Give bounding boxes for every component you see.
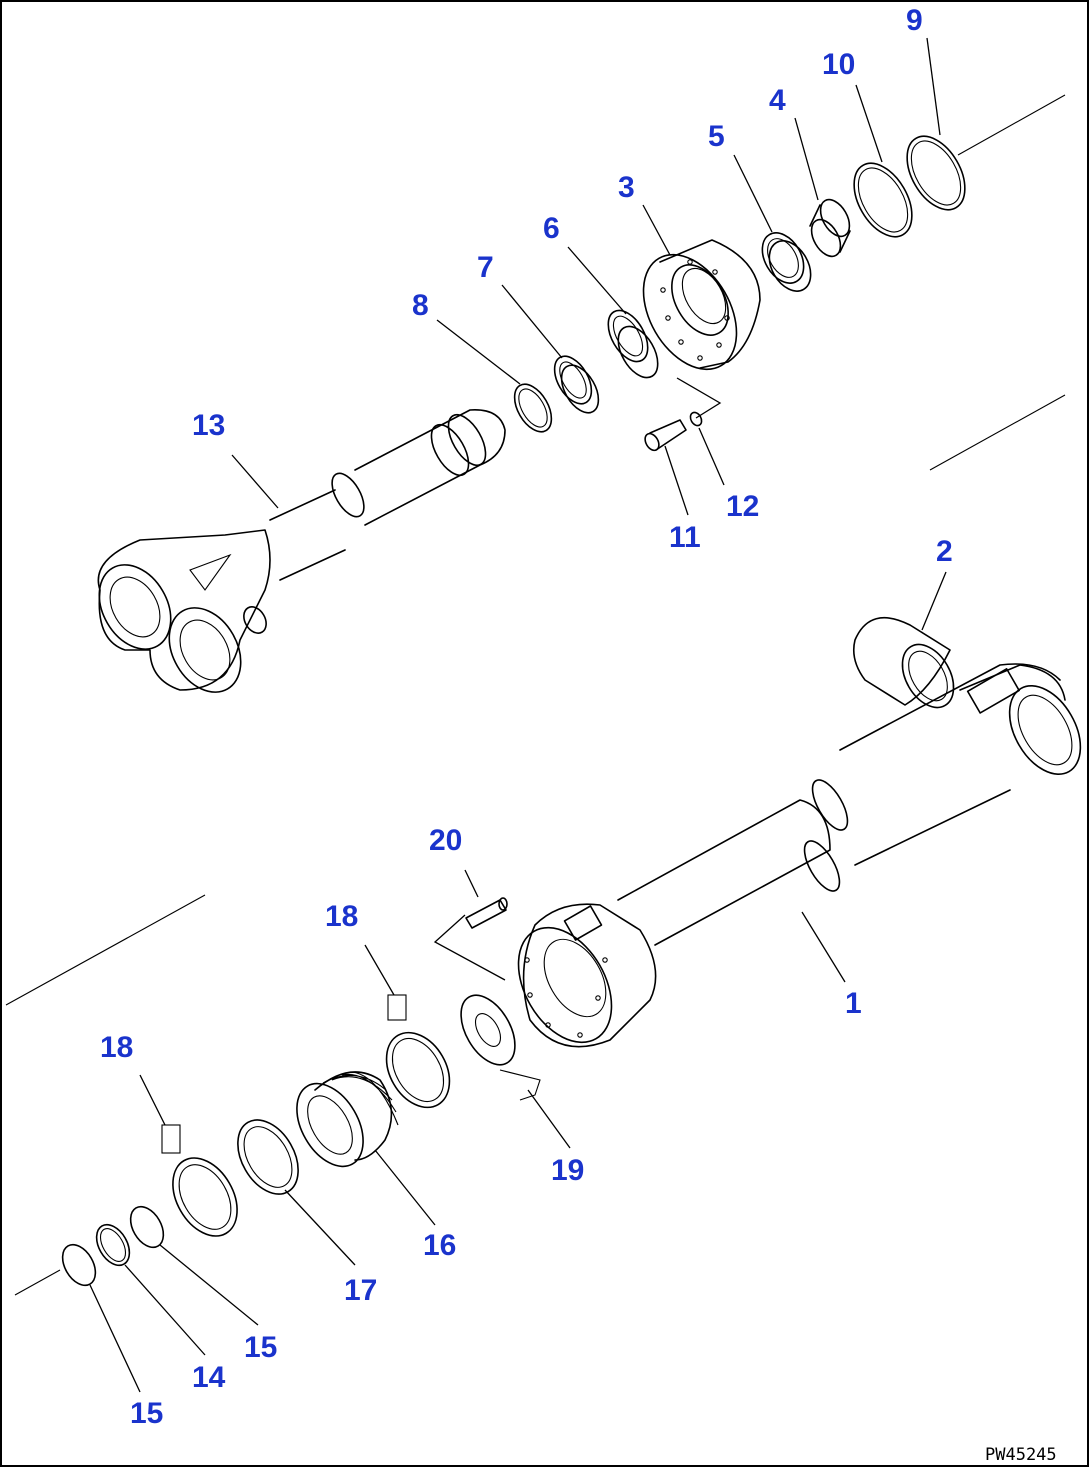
centerline-lower-left: [5, 894, 206, 1006]
leader-3-11-12: [676, 377, 722, 419]
part-20-screw: [465, 897, 508, 929]
label-7: 7: [477, 251, 494, 284]
centerline-upper-right: [957, 94, 1066, 156]
part-1-cylinder-tube: [517, 663, 1082, 1048]
label-5: 5: [708, 120, 725, 153]
part-17-seal-ring: [237, 1119, 299, 1195]
part-8-ring: [513, 383, 553, 433]
part-18-wear-ring-upper: [385, 994, 451, 1109]
centerline-bottom-left: [14, 1269, 61, 1296]
part-6-bushing: [607, 309, 659, 379]
part-11-bolt: [644, 419, 687, 452]
label-4: 4: [769, 84, 786, 117]
label-20: 20: [429, 824, 462, 857]
label-13: 13: [192, 409, 225, 442]
part-9-ring: [906, 135, 966, 211]
label-2: 2: [936, 535, 953, 568]
part-4-bushing: [809, 198, 851, 258]
label-9: 9: [906, 4, 923, 37]
label-1: 1: [845, 987, 862, 1020]
label-18-upper: 18: [325, 900, 358, 933]
part-15-ring-lower: [61, 1243, 97, 1287]
part-12-washer: [689, 411, 703, 427]
label-15-upper: 15: [244, 1331, 277, 1364]
part-14-ring: [95, 1223, 131, 1267]
label-3: 3: [618, 171, 635, 204]
part-19-nut: [460, 994, 541, 1101]
part-number-labels: 9 10 4 5 3 6 7 8 13 12 11 2 20 18 1 18 1…: [100, 4, 953, 1430]
label-6: 6: [543, 212, 560, 245]
label-10: 10: [822, 48, 855, 81]
part-2-bushing: [852, 616, 955, 709]
part-15-ring-upper: [129, 1205, 165, 1249]
part-16-piston: [296, 1071, 399, 1168]
part-13-piston-rod: [97, 409, 506, 693]
drawing-code: PW45245: [985, 1445, 1057, 1465]
label-14: 14: [192, 1361, 226, 1394]
leader-lines: [89, 37, 947, 1393]
label-16: 16: [423, 1229, 456, 1262]
label-17: 17: [344, 1274, 377, 1307]
centerline-mid-right: [929, 394, 1066, 471]
leader-20: [433, 914, 506, 981]
part-5-seal: [761, 232, 812, 292]
part-10-ring: [853, 162, 913, 238]
label-8: 8: [412, 289, 429, 322]
label-19: 19: [551, 1154, 584, 1187]
part-7-seal: [553, 355, 600, 414]
label-12: 12: [726, 490, 759, 523]
part-3-cylinder-head: [642, 239, 761, 371]
label-18-lower: 18: [100, 1031, 133, 1064]
part-18-wear-ring-lower: [161, 1124, 238, 1237]
label-15-lower: 15: [130, 1397, 163, 1430]
label-11: 11: [669, 521, 701, 554]
